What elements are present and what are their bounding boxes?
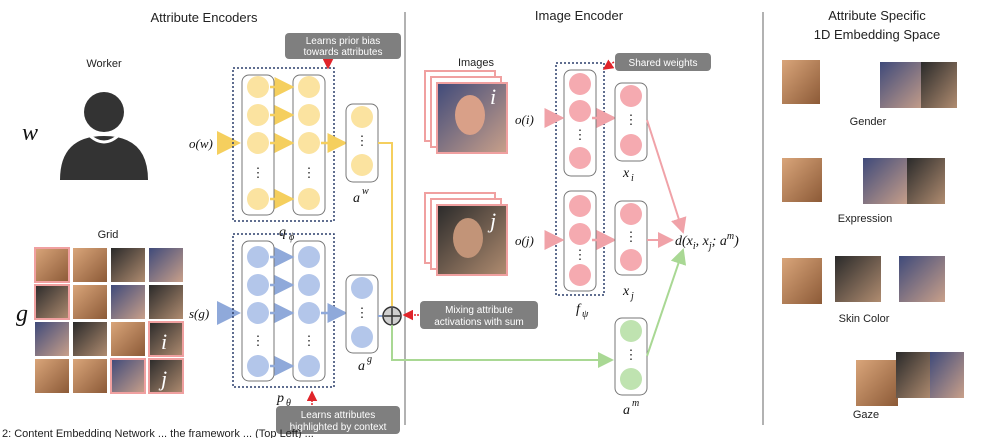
svg-text:p: p	[276, 391, 284, 406]
svg-text:x: x	[622, 166, 630, 181]
svg-text:f: f	[576, 302, 582, 317]
image-stack-i	[424, 70, 508, 154]
svg-text:Mixing attribute: Mixing attribute	[445, 305, 513, 316]
svg-text:ψ: ψ	[582, 309, 589, 320]
section-title-embedding-line1: Attribute Specific	[828, 8, 926, 23]
grid-cell-j-letter: j	[158, 366, 167, 391]
section-title-image-encoder: Image Encoder	[535, 8, 624, 23]
callout-mixing: Mixing attribute activations with sum	[420, 301, 538, 329]
section-title-embedding-line2: 1D Embedding Space	[814, 27, 940, 42]
q-phi-label: q ϕ	[279, 225, 294, 243]
embedding-gender-label: Gender	[850, 116, 887, 128]
grid-label: Grid	[98, 229, 119, 241]
section-title-attribute-encoders: Attribute Encoders	[151, 10, 258, 25]
q-phi-layer-1	[241, 74, 275, 216]
input-oi-label: o(i)	[515, 112, 534, 127]
arrow-xi-to-d	[646, 119, 687, 234]
am-output-layer	[614, 317, 648, 396]
grid-image-tiles	[34, 247, 184, 394]
svg-text:w: w	[362, 186, 369, 197]
svg-text:d(xi, xj; am): d(xi, xj; am)	[675, 231, 739, 252]
svg-text:j: j	[629, 291, 634, 302]
ag-output-layer	[345, 274, 379, 354]
xi-label: x i	[622, 166, 634, 184]
p-theta-connections	[270, 247, 348, 376]
p-theta-ellipsis-2: ⋮	[303, 333, 316, 348]
q-phi-ellipsis-2: ⋮	[303, 165, 316, 180]
embedding-skin-label: Skin Color	[839, 313, 890, 325]
f-psi-layer-i	[563, 69, 597, 177]
images-label: Images	[458, 57, 495, 69]
f-psi-layer-j	[563, 190, 597, 292]
arrow-am-to-d	[646, 248, 687, 357]
p-theta-layer-1	[241, 240, 275, 382]
xj-label: x j	[622, 284, 634, 302]
distance-formula: d(xi, xj; am)	[675, 231, 739, 252]
xi-output-layer	[614, 82, 648, 162]
svg-text:towards attributes: towards attributes	[304, 47, 383, 58]
aw-to-sum-line	[378, 142, 393, 306]
svg-text:Learns attributes: Learns attributes	[301, 410, 376, 421]
worker-person-icon	[60, 92, 148, 180]
image-j-letter: j	[487, 208, 496, 233]
embedding-gaze-label: Gaze	[853, 409, 879, 421]
xj-output-layer	[614, 200, 648, 276]
ag-label: a g	[358, 354, 372, 374]
worker-symbol: w	[22, 120, 38, 146]
grid-symbol: g	[16, 301, 28, 327]
embedding-gender-row	[782, 60, 957, 108]
svg-text:activations with sum: activations with sum	[434, 317, 523, 328]
f-psi-ellipsis-i: ⋮	[574, 127, 587, 142]
callout-shared-arrow	[602, 59, 615, 70]
svg-text:g: g	[367, 354, 372, 365]
embedding-gaze-row	[856, 352, 964, 406]
svg-text:m: m	[632, 398, 639, 409]
aw-label: a w	[353, 186, 369, 206]
caption-fragment: 2: Content Embedding Network ... the fra…	[2, 428, 314, 438]
f-psi-ellipsis-j: ⋮	[574, 247, 587, 262]
svg-text:i: i	[631, 173, 634, 184]
svg-text:θ: θ	[286, 398, 291, 409]
input-oj-label: o(j)	[515, 233, 534, 248]
f-psi-dashed-box	[555, 62, 605, 296]
p-theta-layer-2	[292, 240, 326, 382]
input-ow-label: o(w)	[189, 136, 213, 151]
q-phi-connections	[270, 77, 348, 209]
ag-ellipsis: ⋮	[356, 305, 369, 320]
sum-node-icon	[382, 306, 402, 326]
input-sg-label: s(g)	[189, 306, 209, 321]
callout-shared-weights: Shared weights	[615, 53, 711, 71]
svg-text:ϕ: ϕ	[289, 232, 294, 243]
q-phi-ellipsis-1: ⋮	[252, 165, 265, 180]
embedding-expression-row	[782, 158, 945, 204]
svg-text:a: a	[353, 191, 360, 206]
image-stack-j	[424, 192, 508, 276]
svg-text:Shared weights: Shared weights	[629, 58, 698, 69]
p-theta-ellipsis-1: ⋮	[252, 333, 265, 348]
aw-output-layer	[345, 103, 379, 183]
f-psi-label: f ψ	[576, 302, 589, 320]
embedding-expression-label: Expression	[838, 213, 892, 225]
q-phi-layer-2	[292, 74, 326, 216]
svg-text:a: a	[358, 359, 365, 374]
p-theta-label: p θ	[276, 391, 291, 409]
grid-cell-i-letter: i	[161, 329, 167, 354]
sum-to-am-arrow	[391, 325, 614, 368]
svg-text:a: a	[623, 403, 630, 418]
svg-text:highlighted by context: highlighted by context	[290, 422, 387, 433]
callout-highlight-context: Learns attributes highlighted by context	[276, 406, 400, 434]
xj-ellipsis: ⋮	[625, 229, 638, 244]
aw-ellipsis: ⋮	[356, 133, 369, 148]
xi-ellipsis: ⋮	[625, 112, 638, 127]
svg-text:x: x	[622, 284, 630, 299]
svg-text:Learns prior bias: Learns prior bias	[306, 36, 380, 47]
svg-text:q: q	[279, 225, 286, 240]
am-ellipsis: ⋮	[625, 347, 638, 362]
am-label: a m	[623, 398, 639, 418]
worker-label: Worker	[86, 58, 122, 70]
image-i-letter: i	[490, 84, 496, 109]
callout-prior-bias: Learns prior bias towards attributes	[285, 33, 401, 59]
embedding-skin-row	[782, 256, 945, 304]
